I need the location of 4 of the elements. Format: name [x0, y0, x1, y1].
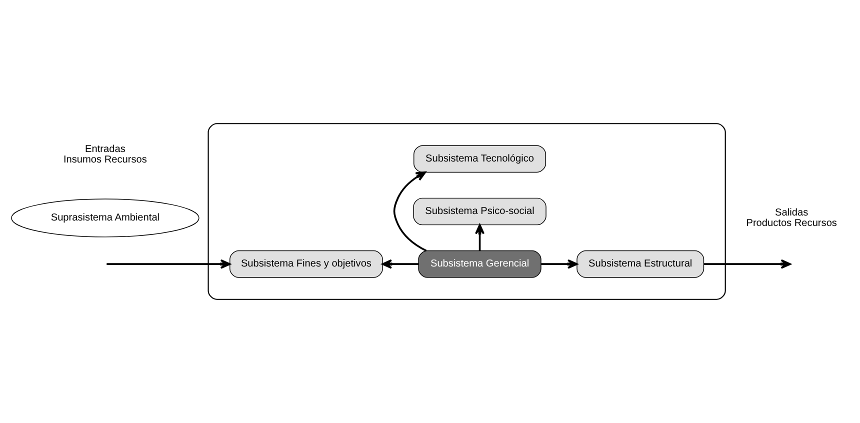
label: Salidas: [775, 207, 808, 218]
label: Productos Recursos: [746, 218, 837, 230]
label: Entradas: [85, 144, 126, 155]
label: Insumos Recursos: [63, 154, 147, 166]
